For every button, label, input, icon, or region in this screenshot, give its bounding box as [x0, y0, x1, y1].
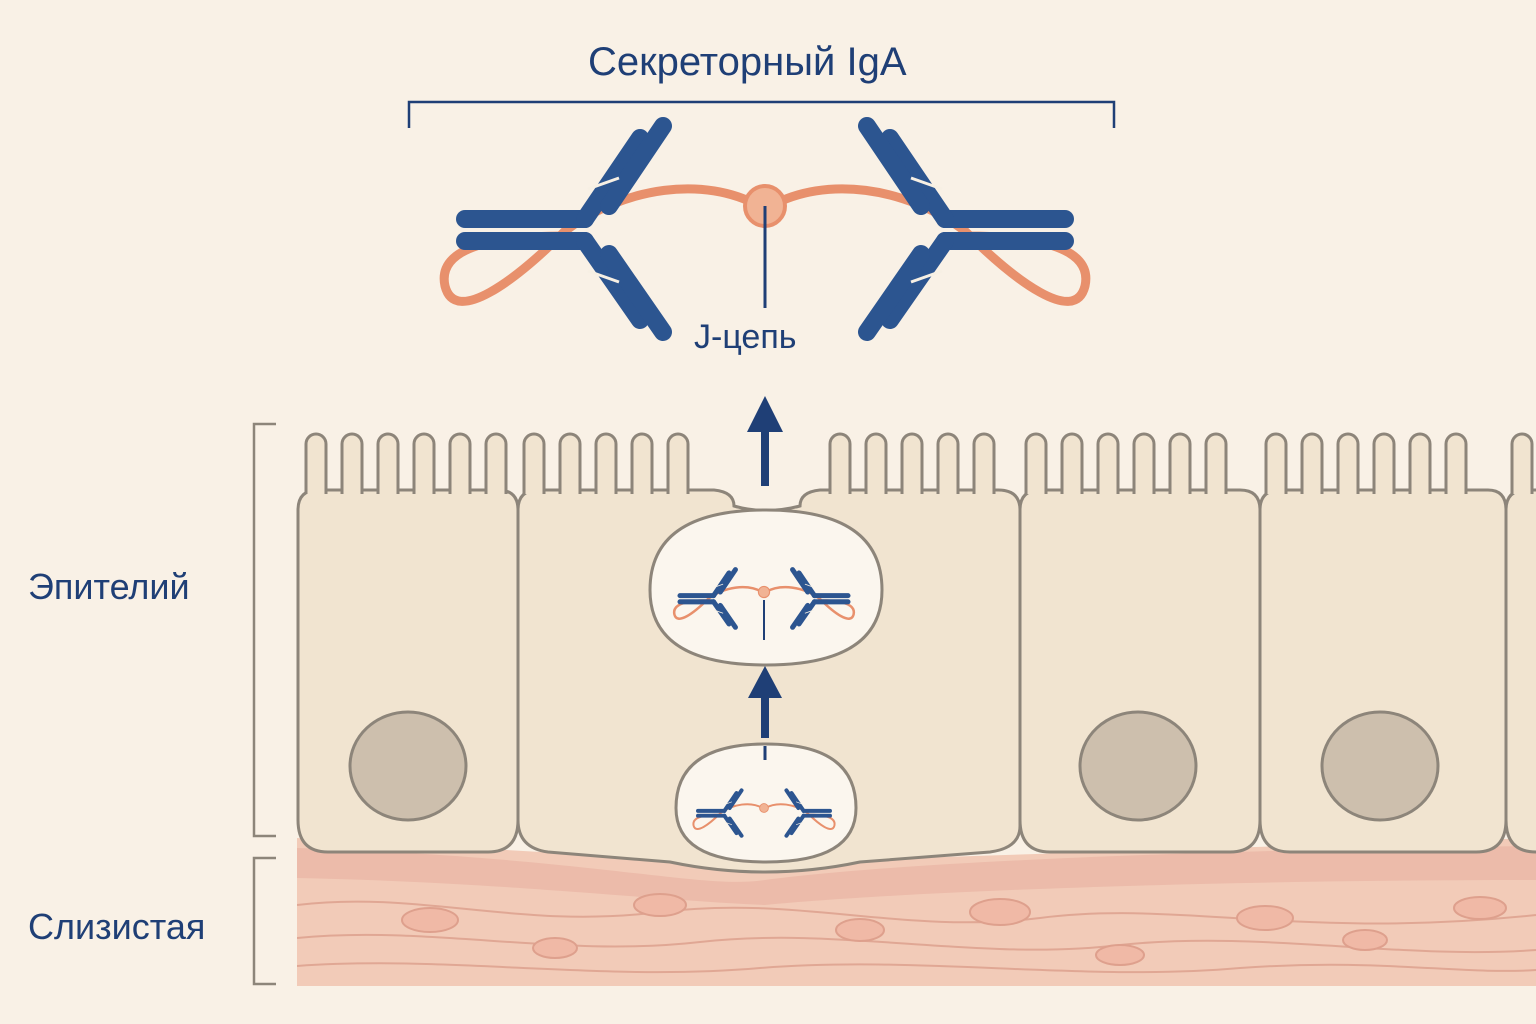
- microvillus: [304, 432, 328, 494]
- microvillus: [1510, 432, 1534, 494]
- mucosa-layer: [297, 838, 1536, 986]
- microvillus: [448, 432, 472, 494]
- mucosa-label: Слизистая: [28, 906, 206, 947]
- secretory-iga-main: [444, 126, 1086, 332]
- microvillus: [828, 432, 852, 494]
- microvillus: [1024, 432, 1048, 494]
- transport-arrows: [747, 396, 783, 760]
- cell-nucleus-3: [1078, 710, 1198, 822]
- epithelial-cells: [296, 432, 1536, 874]
- brackets: [407, 100, 1116, 128]
- microvillus: [1408, 432, 1432, 494]
- microvillus: [1132, 432, 1156, 494]
- microvillus: [558, 432, 582, 494]
- microvillus: [522, 432, 546, 494]
- microvillus: [1372, 432, 1396, 494]
- microvillus: [666, 432, 690, 494]
- up-arrow-icon: [747, 396, 783, 486]
- microvillus: [594, 432, 618, 494]
- microvillus: [1168, 432, 1192, 494]
- epithelium-bracket: [252, 422, 276, 838]
- microvillus: [630, 432, 654, 494]
- microvillus: [936, 432, 960, 494]
- microvillus: [1204, 432, 1228, 494]
- mucosa-bracket: [252, 856, 276, 986]
- diagram-title: Секреторный IgA: [588, 40, 907, 84]
- microvillus: [1264, 432, 1288, 494]
- microvillus: [1096, 432, 1120, 494]
- up-arrow-icon: [748, 666, 782, 738]
- title-bracket: [407, 100, 1116, 128]
- transcytosis-vesicles: [648, 508, 884, 864]
- vesicle-lower: [674, 742, 858, 864]
- microvillus: [340, 432, 364, 494]
- microvillus: [484, 432, 508, 494]
- microvillus: [1300, 432, 1324, 494]
- microvillus: [1060, 432, 1084, 494]
- microvillus: [1444, 432, 1468, 494]
- microvillus: [376, 432, 400, 494]
- cell-nucleus-1: [348, 710, 468, 822]
- microvillus: [972, 432, 996, 494]
- epithelial-cell-5: [1504, 488, 1536, 854]
- j-chain-label: J-цепь: [694, 318, 797, 356]
- microvillus: [900, 432, 924, 494]
- microvillus: [1336, 432, 1360, 494]
- microvillus: [864, 432, 888, 494]
- cell-nucleus-4: [1320, 710, 1440, 822]
- microvilli: [304, 432, 1534, 494]
- microvillus: [412, 432, 436, 494]
- epithelium-label: Эпителий: [28, 566, 190, 607]
